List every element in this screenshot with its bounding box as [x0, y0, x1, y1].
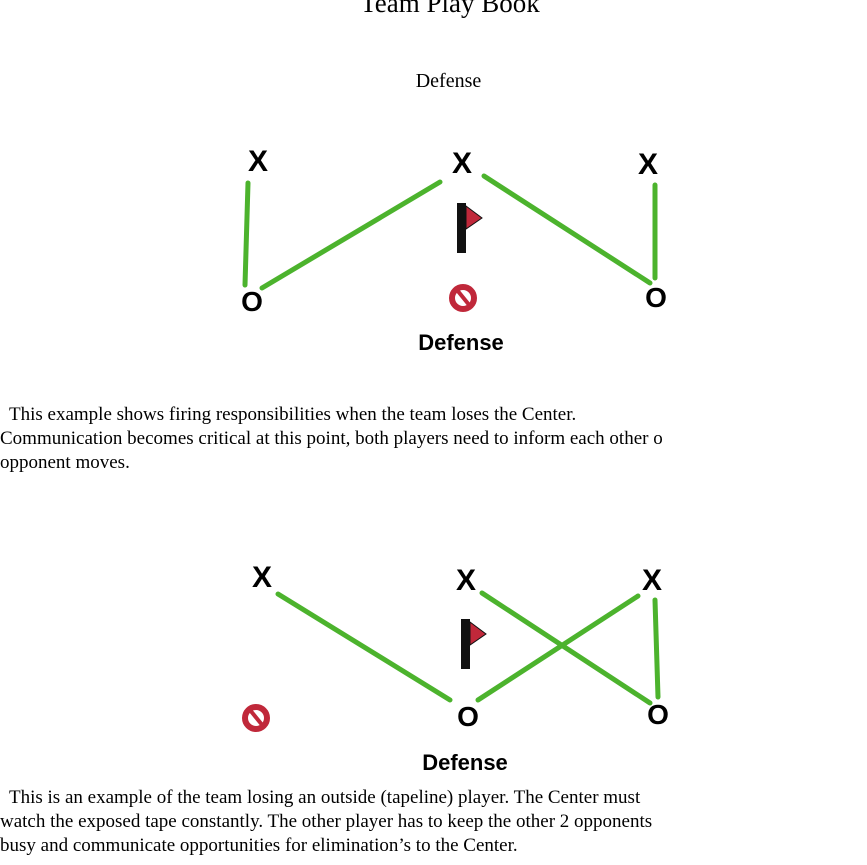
attacker-marker: X	[456, 564, 476, 597]
paragraph-line: opponent moves.	[0, 452, 130, 473]
defender-marker: O	[645, 282, 667, 313]
attacker-marker: X	[248, 145, 268, 178]
lane-line	[475, 593, 641, 703]
paragraph-2: This is an example of the team losing an…	[0, 786, 867, 858]
paragraph-line: busy and communicate opportunities for e…	[0, 835, 518, 856]
paragraph-line: This example shows firing responsibiliti…	[9, 404, 577, 425]
defender-marker: O	[457, 701, 479, 732]
flag-icon	[461, 619, 487, 669]
defender-marker: O	[241, 286, 263, 317]
attacker-marker: X	[638, 148, 658, 181]
lane-line	[479, 590, 653, 706]
attacker-marker: X	[452, 147, 472, 180]
diagram-label: Defense	[422, 750, 508, 775]
paragraph-1: This example shows firing responsibiliti…	[0, 403, 867, 475]
defender-marker: O	[647, 699, 669, 730]
page-subtitle: Defense	[415, 70, 482, 92]
page-title: Team Play Book	[360, 0, 540, 18]
lane-line	[242, 180, 251, 288]
flag-icon	[457, 203, 483, 253]
eliminated-player-icon	[449, 284, 477, 312]
diagram-label: Defense	[418, 330, 504, 355]
eliminated-player-icon	[242, 704, 270, 732]
paragraph-line: This is an example of the team losing an…	[9, 787, 641, 808]
lane-line	[259, 179, 443, 291]
lane-line	[652, 597, 661, 700]
paragraph-line: Communication becomes critical at this p…	[0, 428, 663, 449]
lane-line	[275, 591, 453, 703]
attacker-marker: X	[642, 564, 662, 597]
paragraph-line: watch the exposed tape constantly. The o…	[0, 811, 653, 832]
attacker-marker: X	[252, 561, 272, 594]
lane-line	[481, 173, 653, 286]
